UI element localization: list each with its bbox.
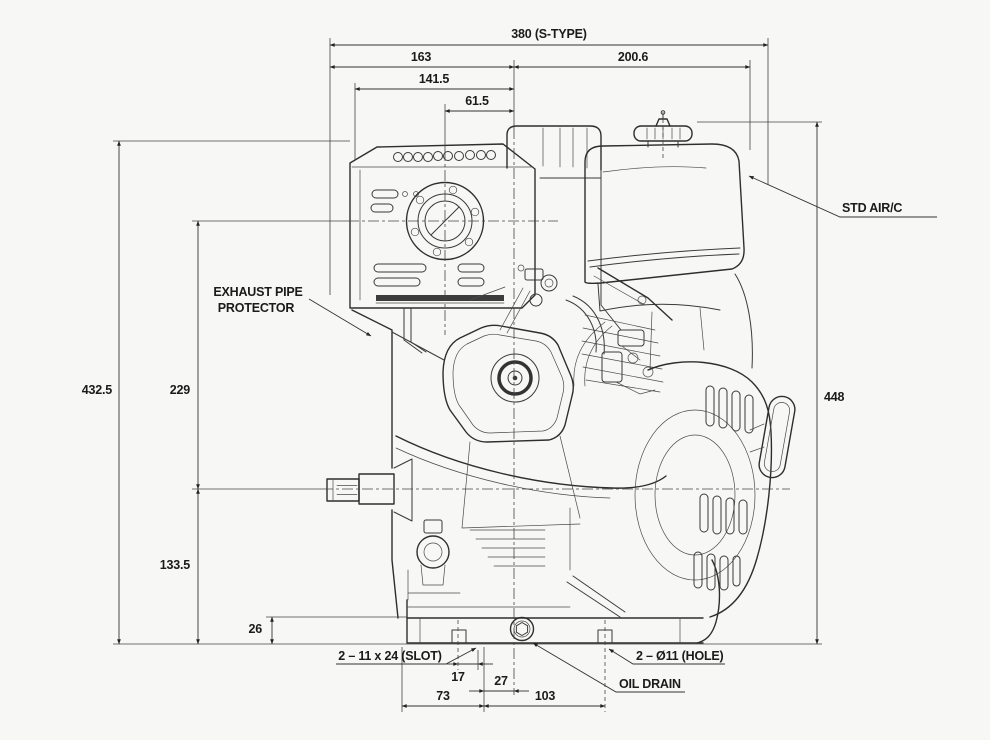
dim-muffler-center-offset-value: 61.5 (465, 94, 489, 108)
fan-shroud (597, 273, 753, 371)
dim-base-span-left-value: 73 (436, 689, 450, 703)
starter-cover-louvers (693, 385, 754, 591)
mounting-hole-note: 2 – Ø11 (HOLE) (636, 649, 724, 663)
dim-base-flange-height: 26 (248, 616, 274, 645)
dim-crank-to-base-value: 133.5 (160, 558, 191, 572)
recoil-starter-cover (566, 361, 796, 644)
callout-oil-drain: OIL DRAIN (532, 642, 685, 693)
mounting-slot (451, 629, 467, 644)
dim-overall-height-right-value: 448 (824, 390, 845, 404)
dim-base-span-right: 103 (483, 689, 606, 708)
dim-face-to-center: 27 (469, 674, 529, 693)
sediment-cup (416, 519, 450, 586)
crankshaft-pto (326, 458, 413, 522)
callout-mounting-slot: 2 – 11 x 24 (SLOT) (336, 647, 477, 665)
muffler-louvers (370, 189, 485, 287)
exhaust-protector-label-line1: EXHAUST PIPE (213, 285, 302, 299)
std-air-cleaner-label: STD AIR/C (842, 201, 902, 215)
dim-muffler-center-offset: 61.5 (444, 94, 515, 113)
engine-side-view (326, 110, 796, 644)
head-shroud-block (506, 125, 622, 331)
callout-std-air-cleaner: STD AIR/C (748, 175, 937, 218)
handle-bracket (749, 423, 765, 453)
valve-cover (442, 324, 574, 443)
dim-overall-height-left: 432.5 (82, 140, 121, 645)
dim-muffler-width: 141.5 (354, 72, 515, 91)
centerlines (192, 60, 790, 712)
muffler-protector (349, 143, 536, 354)
dim-base-span-left: 73 (401, 689, 485, 708)
engine-base (406, 599, 704, 644)
callout-exhaust-pipe-protector: EXHAUST PIPE PROTECTOR (213, 285, 372, 337)
carburetor-linkage (469, 264, 656, 395)
dim-overall-height-left-value: 432.5 (82, 383, 113, 397)
crankcase (351, 309, 667, 619)
dimensions: 380 (S-TYPE) 163 200.6 141.5 61.5 432.5 … (82, 27, 845, 712)
dim-width-right: 200.6 (513, 50, 751, 69)
dim-width-right-value: 200.6 (618, 50, 649, 64)
muffler-vent-holes (393, 150, 496, 162)
starter-grip-handle (758, 395, 796, 479)
dim-muffler-width-value: 141.5 (419, 72, 450, 86)
exhaust-protector-label-line2: PROTECTOR (218, 301, 295, 315)
callouts: EXHAUST PIPE PROTECTOR STD AIR/C 2 – 11 … (213, 175, 937, 693)
oil-drain-label: OIL DRAIN (619, 677, 681, 691)
mounting-slot-note: 2 – 11 x 24 (SLOT) (338, 649, 441, 663)
dim-slot-to-face-value: 17 (451, 670, 465, 684)
dim-slot-to-face: 17 (443, 662, 493, 684)
dim-crank-to-base: 133.5 (160, 488, 200, 645)
callout-mounting-hole: 2 – Ø11 (HOLE) (608, 648, 725, 665)
dim-overall-width: 380 (S-TYPE) (329, 27, 769, 47)
muffler-heat-bar (376, 295, 504, 301)
dim-face-to-center-value: 27 (494, 674, 508, 688)
dim-width-left: 163 (329, 50, 515, 69)
dim-muffler-to-crank-value: 229 (170, 383, 191, 397)
dim-muffler-to-crank: 229 (170, 220, 200, 490)
dim-base-flange-height-value: 26 (248, 622, 262, 636)
dim-base-span-right-value: 103 (535, 689, 556, 703)
dim-overall-width-value: 380 (S-TYPE) (511, 27, 586, 41)
dim-width-left-value: 163 (411, 50, 432, 64)
dim-overall-height-right: 448 (815, 121, 845, 645)
fuel-tank (584, 110, 745, 285)
cylinder-fins (581, 267, 673, 393)
